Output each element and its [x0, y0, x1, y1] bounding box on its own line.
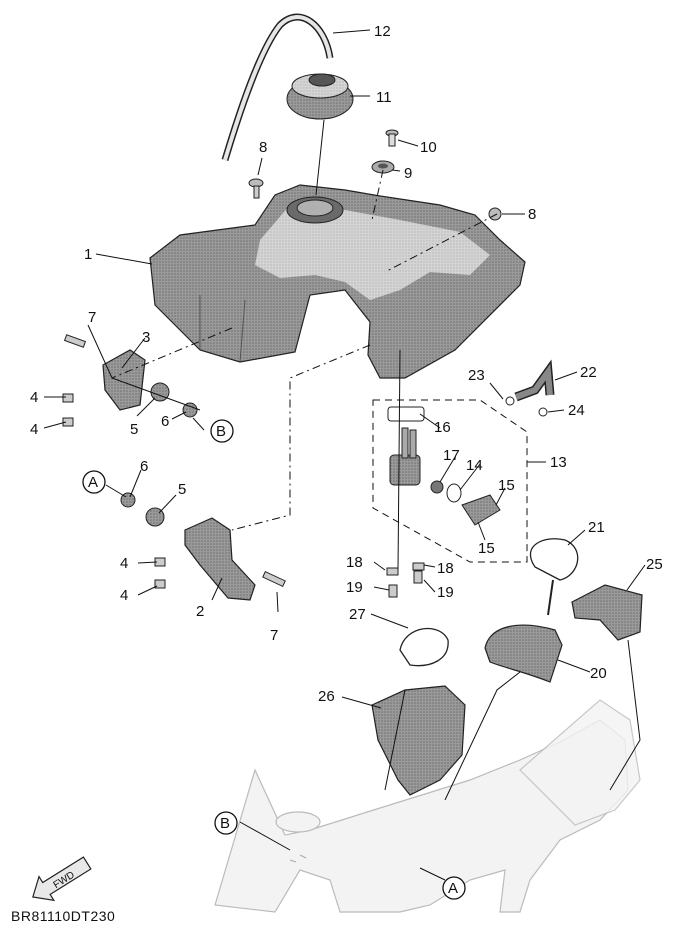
- callout-5b: 5: [178, 481, 186, 498]
- diagram-code: BR81110DT230: [11, 908, 116, 924]
- callout-13: 13: [550, 454, 567, 471]
- callout-24: 24: [568, 402, 585, 419]
- leader-lines: [43, 29, 646, 881]
- callout-19a: 19: [346, 579, 363, 596]
- damper-8b: [488, 207, 502, 221]
- callout-10: 10: [420, 139, 437, 156]
- callout-21: 21: [588, 519, 605, 536]
- svg-text:A: A: [448, 880, 458, 897]
- band-21: [529, 538, 579, 616]
- callout-1: 1: [84, 246, 92, 263]
- callout-15a: 15: [498, 477, 515, 494]
- callout-4a: 4: [30, 389, 38, 406]
- callout-22: 22: [580, 364, 597, 381]
- damper-8a: [248, 178, 264, 199]
- bracket-2: [120, 492, 286, 601]
- collar-9: [371, 160, 395, 174]
- tank-cap: [286, 73, 354, 120]
- bracket-3: [62, 334, 198, 427]
- callout-4c: 4: [120, 555, 128, 572]
- callout-5a: 5: [130, 421, 138, 438]
- callout-4d: 4: [120, 587, 128, 604]
- callout-14: 14: [466, 457, 483, 474]
- callout-3: 3: [142, 329, 150, 346]
- callout-18b: 18: [437, 560, 454, 577]
- callout-4b: 4: [30, 421, 38, 438]
- callout-16: 16: [434, 419, 451, 436]
- bolt-10: [385, 129, 399, 147]
- fuel-cock: [386, 406, 501, 598]
- callout-7a: 7: [88, 309, 96, 326]
- callout-27: 27: [349, 606, 366, 623]
- callout-20: 20: [590, 665, 607, 682]
- frame-illustration: [214, 699, 641, 913]
- callout-23: 23: [468, 367, 485, 384]
- sponge-27: [399, 627, 449, 667]
- ref-a-mid: A: [82, 470, 106, 494]
- cover-20: [484, 624, 563, 683]
- ref-b-top: B: [210, 419, 234, 443]
- fwd-arrow-icon: FWD: [32, 856, 92, 902]
- callout-26: 26: [318, 688, 335, 705]
- callout-labels: 1 2 3 4 4 5 6 7 8 9 10 11 12 8 6 5 4 4 7…: [30, 23, 663, 705]
- callout-8b: 8: [528, 206, 536, 223]
- cover-25: [571, 584, 643, 641]
- callout-12: 12: [374, 23, 391, 40]
- ref-a-bottom: A: [442, 876, 466, 900]
- callout-6b: 6: [140, 458, 148, 475]
- callout-15b: 15: [478, 540, 495, 557]
- callout-25: 25: [646, 556, 663, 573]
- callout-18a: 18: [346, 554, 363, 571]
- callout-19b: 19: [437, 584, 454, 601]
- fuel-tank: [149, 184, 526, 379]
- callout-6a: 6: [161, 413, 169, 430]
- callout-17: 17: [443, 447, 460, 464]
- callout-11: 11: [376, 89, 392, 106]
- svg-text:B: B: [220, 815, 230, 832]
- cover-26: [371, 685, 466, 796]
- ref-b-bottom: B: [214, 811, 238, 835]
- svg-text:A: A: [88, 474, 98, 491]
- callout-9: 9: [404, 165, 412, 182]
- callout-7b: 7: [270, 627, 278, 644]
- callout-8a: 8: [259, 139, 267, 156]
- svg-text:B: B: [216, 423, 226, 440]
- callout-2: 2: [196, 603, 204, 620]
